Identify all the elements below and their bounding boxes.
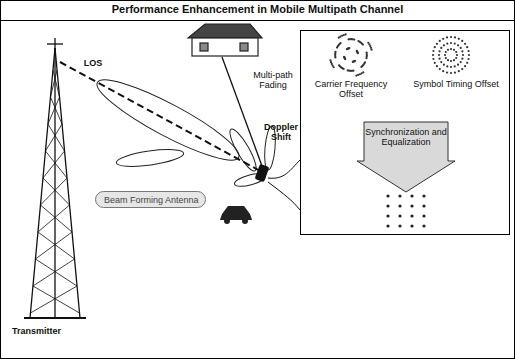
los-label: LOS	[78, 58, 108, 68]
doppler-label: Doppler Shift	[262, 122, 300, 143]
leader-lines	[268, 160, 300, 210]
los-path	[60, 62, 262, 172]
title: Performance Enhancement in Mobile Multip…	[0, 3, 515, 15]
title-rule	[0, 20, 515, 21]
process-arrow: Synchronization and Equalization	[356, 121, 456, 193]
car	[220, 206, 252, 224]
tower	[24, 38, 86, 318]
transmitter-label: Transmitter	[12, 326, 92, 336]
antenna-box: Beam Forming Antenna	[95, 191, 206, 208]
antenna-label: Beam Forming Antenna	[96, 192, 207, 208]
signal-panel: Carrier Frequency Offset Symbol Timing Of…	[300, 30, 510, 235]
house	[188, 24, 262, 56]
mobile-phone	[255, 164, 270, 182]
arrow-label: Synchronization and Equalization	[365, 127, 447, 148]
multipath-label: Multi-path Fading	[247, 70, 299, 91]
cfo-label: Carrier Frequency Offset	[309, 79, 393, 100]
sto-label: Symbol Timing Offset	[411, 79, 501, 89]
